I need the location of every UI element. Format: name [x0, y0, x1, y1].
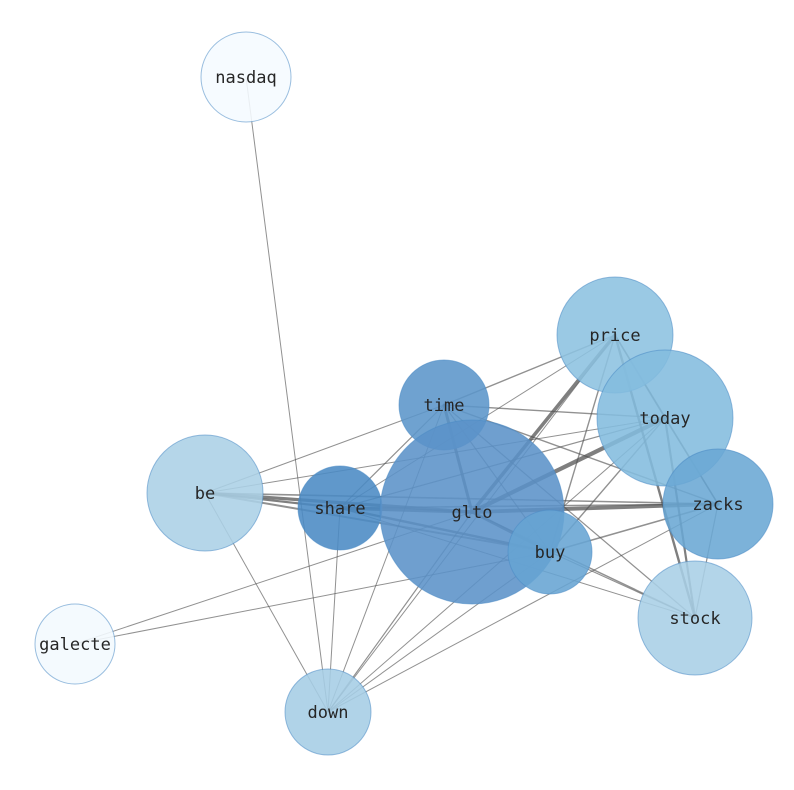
graph-node-label-share: share: [314, 499, 365, 519]
graph-node-label-galecte: galecte: [39, 635, 111, 655]
graph-node-buy[interactable]: [507, 509, 593, 595]
graph-node-nasdaq[interactable]: [200, 31, 292, 123]
graph-edge: [327, 503, 719, 713]
labels-layer: nasdaq price time today be share glto zacks buy s…: [39, 68, 743, 723]
graph-node-label-buy: buy: [535, 543, 566, 563]
graph-node-label-stock: stock: [669, 609, 720, 629]
graph-node-label-glto: glto: [452, 503, 493, 523]
graph-node-down[interactable]: [284, 668, 372, 756]
graph-node-label-price: price: [589, 326, 640, 346]
graph-edge: [245, 76, 329, 713]
graph-node-label-today: today: [639, 409, 690, 429]
graph-node-galecte[interactable]: [34, 603, 116, 685]
graph-node-label-nasdaq: nasdaq: [215, 68, 276, 88]
graph-node-zacks[interactable]: [662, 448, 774, 560]
graph-node-label-time: time: [424, 396, 465, 416]
graph-node-label-zacks: zacks: [692, 495, 743, 515]
graph-node-stock[interactable]: [637, 560, 753, 676]
graph-node-label-be: be: [195, 484, 215, 504]
graph-node-be[interactable]: [146, 434, 264, 552]
nodes-layer: [34, 31, 774, 756]
graph-node-label-down: down: [308, 703, 349, 723]
